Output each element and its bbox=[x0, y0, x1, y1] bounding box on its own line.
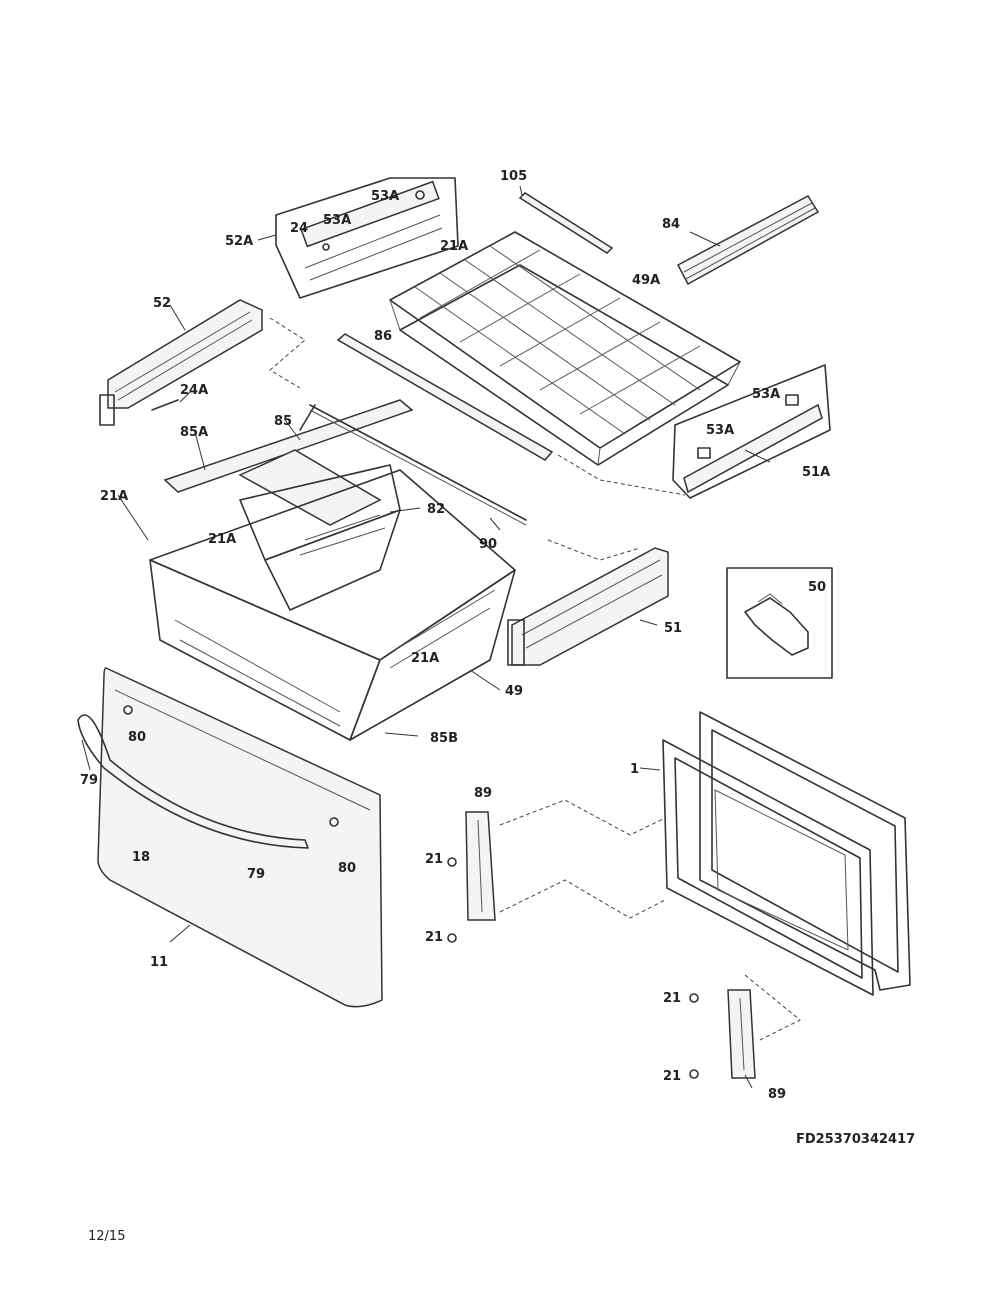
part-105-rod bbox=[518, 185, 614, 254]
callout-84: 84 bbox=[662, 217, 680, 232]
callout-21-c: 21 bbox=[663, 991, 681, 1006]
part-51-slide-rail bbox=[507, 547, 669, 666]
callout-21a-low: 21A bbox=[411, 651, 439, 666]
callout-86: 86 bbox=[374, 329, 392, 344]
page-number: 12/15 bbox=[88, 1229, 126, 1244]
callout-53a-top: 53A bbox=[371, 189, 399, 204]
part-90-rod bbox=[309, 404, 527, 526]
part-84-rail bbox=[676, 195, 820, 286]
callout-51a: 51A bbox=[802, 465, 830, 480]
callout-21-a: 21 bbox=[425, 852, 443, 867]
inset-slide-rail-51a bbox=[672, 364, 831, 499]
callout-18: 18 bbox=[132, 850, 150, 865]
callout-89-bottom: 89 bbox=[768, 1087, 786, 1102]
callout-53a-mid: 53A bbox=[323, 213, 351, 228]
callout-79-left: 79 bbox=[80, 773, 98, 788]
part-85-divider bbox=[163, 399, 414, 526]
callout-53a-right-mid: 53A bbox=[706, 423, 734, 438]
callout-52a: 52A bbox=[225, 234, 253, 249]
upper-wire-basket-49a bbox=[389, 231, 741, 466]
callout-labels: 105 53A 53A 52A 24 21A 84 49A 52 86 24A … bbox=[80, 169, 830, 1102]
callout-80-bottom: 80 bbox=[338, 861, 356, 876]
callout-50: 50 bbox=[808, 580, 826, 595]
callout-21a-mid: 21A bbox=[208, 532, 236, 547]
inset-slide-rail-52a bbox=[275, 177, 459, 299]
callout-21-d: 21 bbox=[663, 1069, 681, 1084]
callout-1: 1 bbox=[630, 762, 639, 777]
drawer-front-11 bbox=[77, 667, 383, 1008]
lower-drawer-basket-49 bbox=[149, 464, 516, 741]
callout-90: 90 bbox=[479, 537, 497, 552]
inset-part-50-box bbox=[726, 567, 833, 679]
callout-79-bottom: 79 bbox=[247, 867, 265, 882]
callout-80-top: 80 bbox=[128, 730, 146, 745]
callout-11: 11 bbox=[150, 955, 168, 970]
callout-21a-top: 21A bbox=[440, 239, 468, 254]
callout-24: 24 bbox=[290, 221, 308, 236]
door-frame-and-gasket-1 bbox=[662, 711, 911, 996]
part-89-hinge-bracket-lower bbox=[689, 989, 756, 1079]
callout-52: 52 bbox=[153, 296, 171, 311]
document-code: FD25370342417 bbox=[796, 1132, 916, 1147]
callout-53a-right-top: 53A bbox=[752, 387, 780, 402]
callout-21-b: 21 bbox=[425, 930, 443, 945]
callout-21a-left: 21A bbox=[100, 489, 128, 504]
leader-lines bbox=[81, 234, 771, 1089]
callout-49a: 49A bbox=[632, 273, 660, 288]
alignment-lines bbox=[269, 317, 801, 1041]
callout-24a: 24A bbox=[180, 383, 208, 398]
part-86-rod bbox=[336, 333, 554, 461]
callout-85: 85 bbox=[274, 414, 292, 429]
callout-85b: 85B bbox=[430, 731, 458, 746]
callout-85a: 85A bbox=[180, 425, 208, 440]
part-52-slide-rail bbox=[99, 299, 263, 426]
callout-89-top: 89 bbox=[474, 786, 492, 801]
callout-49: 49 bbox=[505, 684, 523, 699]
callout-51: 51 bbox=[664, 621, 682, 636]
callout-82: 82 bbox=[427, 502, 445, 517]
part-89-hinge-bracket-upper bbox=[447, 811, 496, 943]
callout-105: 105 bbox=[500, 169, 527, 184]
